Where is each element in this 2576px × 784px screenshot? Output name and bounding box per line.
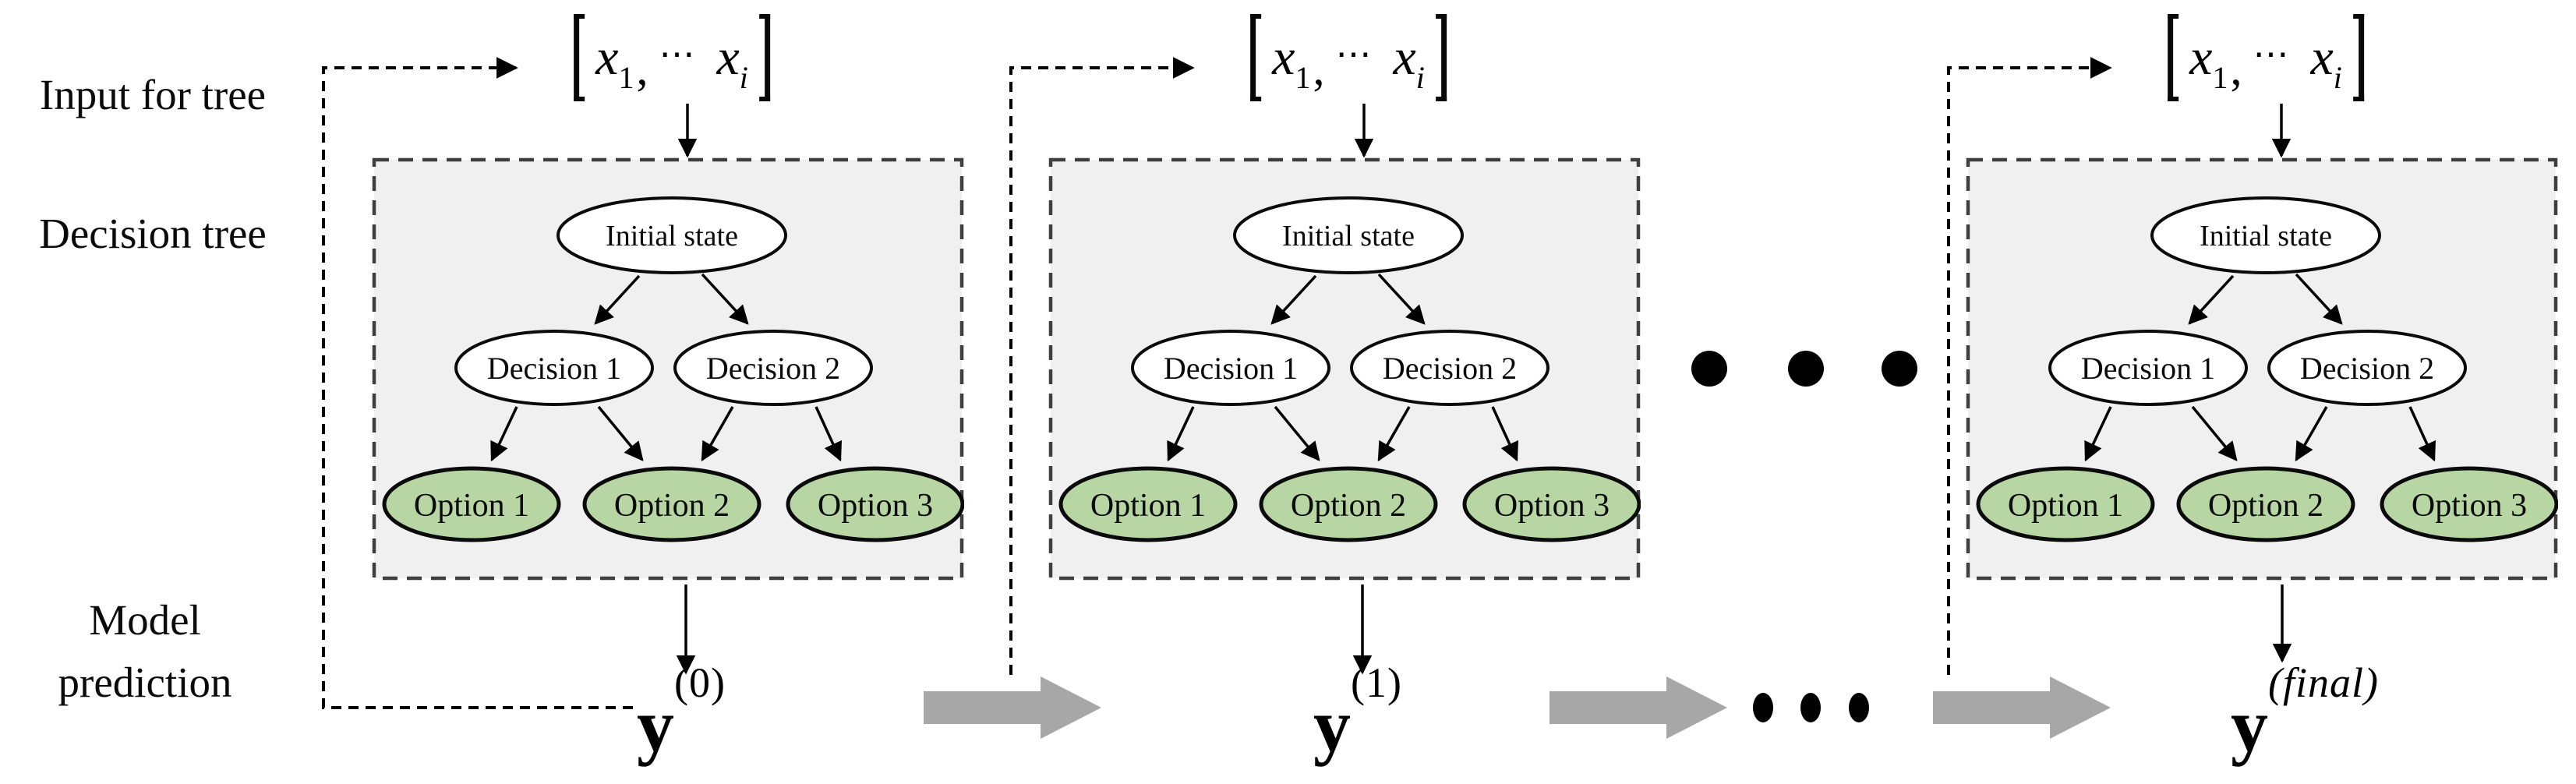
stage-arrow-3 [1933,676,2111,739]
option2-label: Option 2 [614,488,730,524]
decision2-label: Decision 2 [2300,351,2434,386]
option2-node [1259,466,1438,542]
edge-decision2-option2 [1377,406,1411,462]
row-label-input-for-tree: Input for tree [39,71,267,118]
edge-decision1-option2 [2191,405,2238,461]
option3-label: Option 3 [2412,488,2527,524]
math-xi: x [716,29,740,86]
math-sub1: 1 [2212,60,2228,95]
math-x1: x [2189,29,2213,86]
root-node [2150,196,2381,274]
option1-label: Option 1 [2008,488,2123,524]
decision-tree-box-1: Initial state Decision 1 Decision 2 Opti… [372,157,964,581]
output-y0: y (0) [637,657,726,763]
option2-label: Option 2 [1291,488,1406,524]
stage-arrow-2 [1549,676,1727,739]
open-bracket [574,14,585,101]
close-bracket [2352,14,2364,101]
row-label-decision-tree: Decision tree [39,210,267,257]
option1-label: Option 1 [1090,488,1206,524]
edge-decision2-option2 [701,406,734,462]
output-sup: (final) [2268,659,2379,706]
math-subi: i [1415,60,1425,95]
math-sub1: 1 [618,60,634,95]
decision2-node [673,330,873,406]
decision1-label: Decision 1 [2081,351,2215,386]
model-prediction-line2: prediction [58,659,232,706]
option3-node [2380,466,2558,542]
decision2-label: Decision 2 [1383,351,1517,386]
close-bracket [1435,14,1447,101]
math-xi: x [2310,29,2334,86]
row-label-model-prediction: Model prediction [28,589,262,714]
edge-root-decision2 [701,273,749,325]
math-ellipsis: ⋯ [2253,34,2289,74]
input-vector-expression-2: x 1 , ⋯ x i [1250,12,1447,103]
edge-decision2-option2 [2295,406,2328,462]
stage-arrow-1 [924,676,1101,739]
root-node-label: Initial state [1282,220,1415,253]
decision2-node [2267,330,2467,406]
edge-root-decision1 [2188,274,2235,325]
option3-node [1462,466,1641,542]
decision2-label: Decision 2 [706,351,840,386]
output-sup: (1) [1351,659,1402,706]
option1-label: Option 1 [414,488,529,524]
math-ellipsis: ⋯ [1335,34,1372,74]
input-vector-expression-3: x 1 , ⋯ x i [2168,12,2364,103]
ellipsis-dots-bottom [1753,693,1869,722]
root-node [1233,196,1464,274]
decision2-node [1350,330,1549,406]
decision1-label: Decision 1 [487,351,621,386]
open-bracket [1250,14,1262,101]
decision-tree-svg: Initial state Decision 1 Decision 2 Opti… [1048,157,1641,581]
option3-label: Option 3 [818,488,933,524]
math-comma: , [1313,43,1325,94]
math-xi: x [1393,29,1416,86]
decision-tree-box-3: Initial state Decision 1 Decision 2 Opti… [1966,157,2558,581]
output-base: y [1313,683,1351,767]
output-base: y [2231,683,2268,767]
math-subi: i [2333,60,2342,95]
root-node-label: Initial state [606,220,738,253]
math-x1: x [1272,29,1295,86]
decision1-label: Decision 1 [1164,351,1298,386]
root-node-label: Initial state [2200,220,2332,253]
math-sub1: 1 [1295,60,1311,95]
decision-tree-svg: Initial state Decision 1 Decision 2 Opti… [1966,157,2558,581]
decision-tree-svg: Initial state Decision 1 Decision 2 Opti… [372,157,964,581]
edge-decision1-option2 [1274,405,1320,461]
decision-tree-box-2: Initial state Decision 1 Decision 2 Opti… [1048,157,1641,581]
output-sup: (0) [674,659,726,706]
output-base: y [637,683,674,767]
input-vector-expression-1: x 1 , ⋯ x i [574,12,770,103]
edge-root-decision1 [1270,274,1317,325]
option3-node [786,466,964,542]
output-y1: y (1) [1313,657,1402,763]
open-bracket [2168,14,2179,101]
edge-root-decision2 [2295,273,2343,325]
option3-label: Option 3 [1494,488,1610,524]
math-comma: , [636,43,648,94]
output-yfinal: y (final) [2231,657,2379,763]
math-comma: , [2230,43,2242,94]
option2-node [2176,466,2355,542]
edge-decision2-option3 [1491,406,1518,462]
option2-label: Option 2 [2208,488,2323,524]
math-subi: i [739,60,748,95]
edge-decision2-option3 [814,406,842,462]
edge-root-decision2 [1377,273,1426,325]
close-bracket [758,14,770,101]
math-x1: x [595,29,619,86]
edge-decision2-option3 [2408,406,2436,462]
ellipsis-dots-mid [1691,351,1917,387]
math-ellipsis: ⋯ [659,34,695,74]
model-prediction-line1: Model [89,596,201,644]
